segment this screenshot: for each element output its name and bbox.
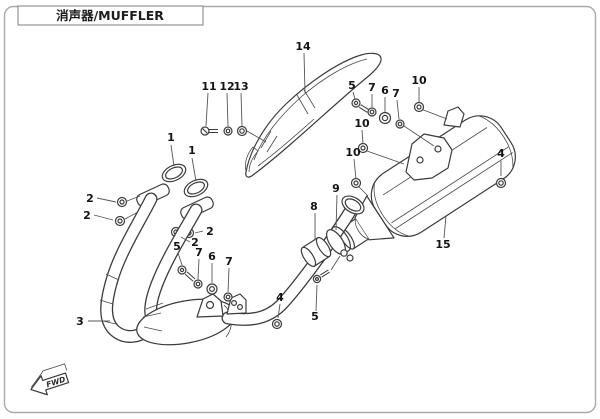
callouts: 1 1 2 2 2 2 3 4 4 5 5 5 6 6 7 7 7 7 8 9 …: [76, 40, 505, 328]
svg-text:6: 6: [381, 84, 389, 97]
svg-text:4: 4: [497, 147, 505, 160]
callout-1a: 1: [167, 131, 175, 167]
callout-6a: 6: [208, 250, 216, 283]
washer-icon: [223, 126, 233, 136]
callout-2a: 2: [86, 192, 117, 205]
page-border: [3, 5, 597, 414]
svg-text:1: 1: [188, 144, 196, 157]
fastener-stack-lower: [177, 265, 233, 302]
nut-icon: [236, 125, 248, 137]
svg-text:2: 2: [206, 225, 214, 238]
svg-text:7: 7: [392, 87, 400, 100]
svg-text:10: 10: [345, 146, 361, 159]
svg-text:1: 1: [167, 131, 175, 144]
svg-text:2: 2: [86, 192, 94, 205]
callout-10b: 10: [354, 117, 370, 145]
svg-text:2: 2: [191, 236, 199, 249]
svg-text:15: 15: [435, 238, 450, 251]
svg-text:7: 7: [195, 246, 203, 259]
callout-1b: 1: [188, 144, 197, 182]
fwd-arrow-icon: [30, 372, 70, 396]
nut-icon: [206, 283, 218, 295]
part-sleeve: [300, 236, 332, 268]
svg-text:4: 4: [276, 291, 284, 304]
callout-13: 13: [233, 80, 249, 127]
washer-icon: [395, 119, 405, 129]
bolt-icon: [177, 265, 187, 275]
callout-10a: 10: [411, 74, 427, 102]
callout-3: 3: [76, 315, 110, 328]
svg-text:8: 8: [310, 200, 318, 213]
callout-12: 12: [219, 80, 235, 127]
svg-text:14: 14: [295, 40, 311, 53]
callout-15: 15: [435, 215, 451, 251]
svg-text:11: 11: [201, 80, 216, 93]
callout-5c: 5: [311, 284, 319, 323]
part-header-pipes: [99, 192, 365, 346]
part-heat-shield: [245, 52, 382, 178]
svg-text:12: 12: [219, 80, 234, 93]
svg-text:5: 5: [348, 79, 356, 92]
svg-text:3: 3: [76, 315, 84, 328]
callout-7c: 7: [368, 81, 376, 107]
callout-10c: 10: [345, 146, 361, 180]
washer-icon: [367, 107, 377, 117]
svg-text:10: 10: [354, 117, 370, 130]
bolt-icon: [351, 98, 361, 108]
callout-9: 9: [332, 182, 340, 231]
svg-text:5: 5: [311, 310, 319, 323]
callout-5a: 5: [173, 240, 183, 266]
fwd-arrow: FWD: [30, 363, 70, 396]
part-clamp: [312, 226, 354, 284]
page-title: 消声器/MUFFLER: [56, 8, 164, 23]
callout-6b: 6: [381, 84, 389, 112]
callout-8: 8: [310, 200, 318, 240]
muffler-hanger-tab: [443, 106, 465, 128]
callout-14: 14: [295, 40, 311, 94]
callout-7a: 7: [195, 246, 203, 280]
washer-icon: [193, 279, 203, 289]
callout-5b: 5: [348, 79, 356, 100]
callout-4b: 4: [497, 147, 505, 176]
shield-fasteners: [200, 125, 267, 143]
svg-text:13: 13: [233, 80, 248, 93]
pipe-bracket-front: [196, 293, 224, 318]
svg-text:9: 9: [332, 182, 340, 195]
clamp-bolt-icon: [312, 274, 322, 284]
svg-text:2: 2: [83, 209, 91, 222]
callout-2d: 2: [180, 236, 199, 249]
svg-text:10: 10: [411, 74, 427, 87]
title-box: 消声器/MUFFLER: [17, 5, 204, 26]
callout-2c: 2: [194, 225, 214, 238]
svg-text:5: 5: [173, 240, 181, 253]
nuts-10-and-4: [271, 101, 507, 330]
callout-2b: 2: [83, 209, 114, 222]
spacer-icon: [378, 111, 392, 125]
callout-7d: 7: [392, 87, 400, 120]
part-muffler-body: [338, 106, 516, 250]
washer-icon: [223, 292, 233, 302]
callout-11: 11: [201, 80, 217, 127]
callout-4a: 4: [276, 291, 284, 319]
callout-7b: 7: [225, 255, 233, 293]
muffler-bracket: [405, 133, 453, 181]
svg-text:6: 6: [208, 250, 216, 263]
svg-text:7: 7: [368, 81, 376, 94]
fastener-stack-upper: [351, 98, 405, 129]
svg-text:7: 7: [225, 255, 233, 268]
